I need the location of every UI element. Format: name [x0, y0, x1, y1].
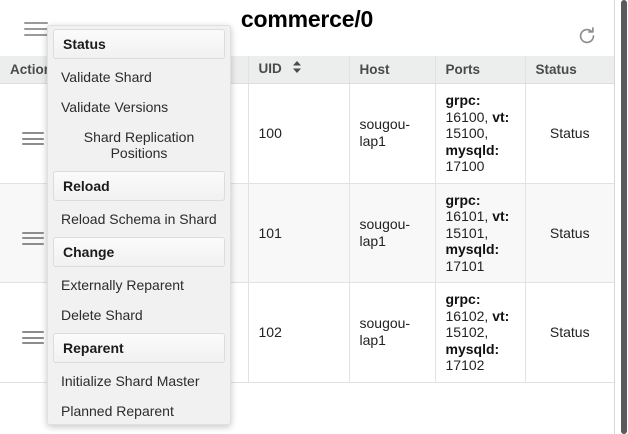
- vertical-scrollbar[interactable]: [614, 0, 628, 434]
- port-label: mysqld:: [445, 241, 500, 257]
- row-hamburger-icon[interactable]: [22, 331, 44, 345]
- hamburger-bar: [24, 28, 48, 30]
- port-value: 16100,: [445, 108, 493, 125]
- port-value: 15100,: [445, 125, 489, 141]
- hamburger-bar: [24, 22, 48, 24]
- cell-uid: 102: [247, 282, 349, 383]
- column-header-host-label: Host: [359, 62, 390, 77]
- menu-section-header: Change: [53, 237, 225, 267]
- port-label: vt:: [492, 108, 510, 125]
- port-label: grpc:: [445, 291, 481, 307]
- cell-host: sougou-lap1: [348, 183, 435, 283]
- column-header-uid-label: UID: [258, 61, 282, 77]
- cell-ports: grpc: 16102, vt: 15102, mysqld: 17102: [434, 282, 525, 383]
- menu-item[interactable]: Validate Shard: [61, 69, 152, 85]
- port-value: 15102,: [445, 324, 489, 340]
- sort-icon[interactable]: [292, 60, 302, 77]
- port-label: vt:: [492, 208, 510, 224]
- cell-ports: grpc: 16101, vt: 15101, mysqld: 17101: [434, 183, 525, 283]
- cell-status[interactable]: Status: [524, 183, 614, 283]
- tablets-table: Actions UID Host: [0, 56, 614, 383]
- hamburger-bar: [22, 137, 44, 140]
- port-value: 16101,: [445, 208, 493, 224]
- port-label: mysqld:: [445, 141, 500, 158]
- cell-host: sougou-lap1: [348, 282, 435, 383]
- hamburger-bar: [22, 231, 44, 234]
- port-value: 17102: [445, 357, 485, 373]
- column-header-status: Status: [524, 56, 614, 84]
- hamburger-bar: [22, 331, 44, 334]
- menu-item[interactable]: Externally Reparent: [61, 277, 184, 293]
- row-hamburger-icon[interactable]: [22, 132, 44, 146]
- cell-status[interactable]: Status: [524, 282, 614, 383]
- row-hamburger-icon[interactable]: [22, 231, 44, 245]
- menu-item[interactable]: Initialize Shard Master: [61, 373, 200, 389]
- column-header-ports: Ports: [434, 56, 525, 84]
- port-value: 17100: [445, 158, 485, 174]
- refresh-icon[interactable]: [573, 22, 601, 50]
- cell-status[interactable]: Status: [524, 83, 614, 184]
- menu-item[interactable]: Planned Reparent: [61, 403, 174, 419]
- hamburger-bar: [22, 336, 44, 339]
- column-header-host: Host: [348, 56, 435, 84]
- port-label: grpc:: [445, 191, 481, 208]
- hamburger-bar: [22, 143, 44, 146]
- hamburger-bar: [22, 242, 44, 245]
- menu-item[interactable]: Reload Schema in Shard: [61, 211, 217, 227]
- hamburger-bar: [24, 34, 48, 36]
- port-value: 16102,: [445, 307, 493, 324]
- scrollbar-thumb[interactable]: [621, 0, 627, 434]
- menu-section-header: Status: [53, 29, 225, 59]
- hamburger-bar: [22, 132, 44, 135]
- port-label: vt:: [492, 307, 510, 324]
- menu-item[interactable]: Shard Replication Positions: [83, 129, 195, 161]
- menu-section-header: Reparent: [53, 333, 225, 363]
- sort-glyph: [292, 61, 301, 73]
- cell-uid: 101: [247, 183, 349, 283]
- port-value: 15101,: [445, 224, 489, 241]
- hamburger-bar: [22, 342, 44, 345]
- page-title: commerce/0: [240, 6, 374, 32]
- port-label: mysqld:: [445, 340, 500, 357]
- cell-uid: 100: [247, 83, 349, 184]
- column-header-uid[interactable]: UID: [247, 56, 349, 84]
- cell-host: sougou-lap1: [348, 83, 435, 184]
- hamburger-bar: [22, 237, 44, 240]
- tablets-table-container: Actions UID Host: [0, 56, 614, 383]
- menu-item[interactable]: Delete Shard: [61, 307, 143, 323]
- menu-section-header: Reload: [53, 171, 225, 201]
- hamburger-icon[interactable]: [24, 22, 48, 36]
- menu-item[interactable]: Validate Versions: [61, 99, 169, 115]
- port-value: 17101: [445, 257, 485, 274]
- column-header-status-label: Status: [535, 62, 577, 77]
- refresh-glyph: [579, 27, 595, 44]
- cell-ports: grpc: 16100, vt: 15100, mysqld: 17100: [434, 83, 525, 184]
- port-label: grpc:: [445, 92, 481, 108]
- column-header-ports-label: Ports: [445, 62, 481, 77]
